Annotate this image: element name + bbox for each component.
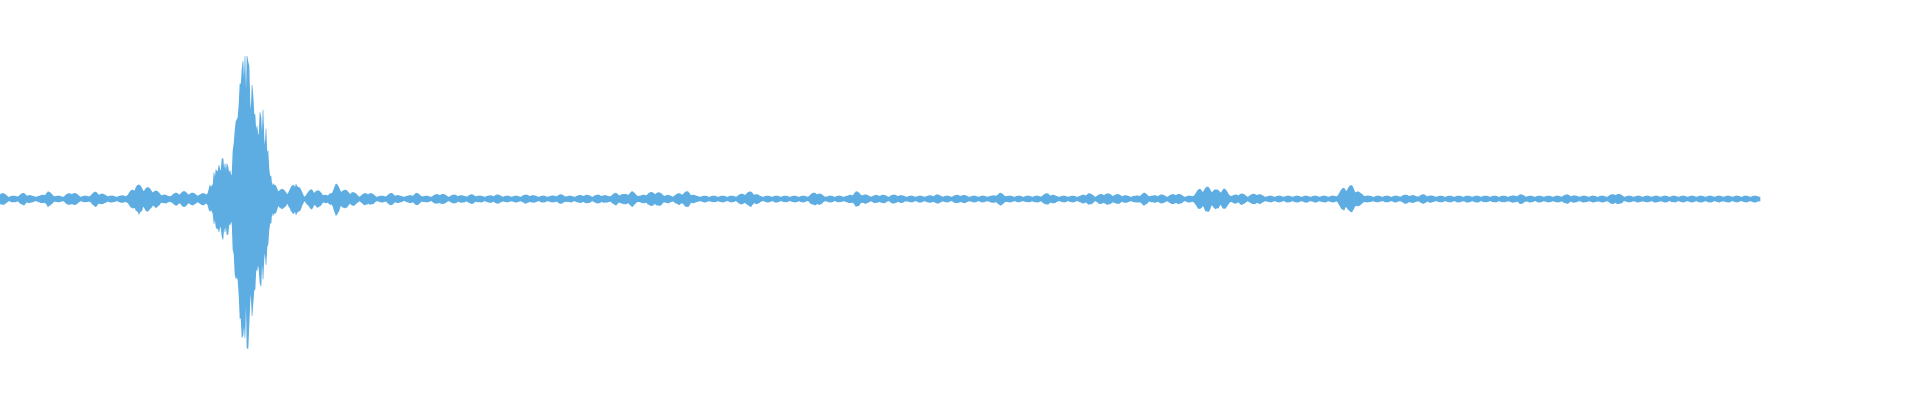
waveform-path — [0, 55, 1761, 349]
